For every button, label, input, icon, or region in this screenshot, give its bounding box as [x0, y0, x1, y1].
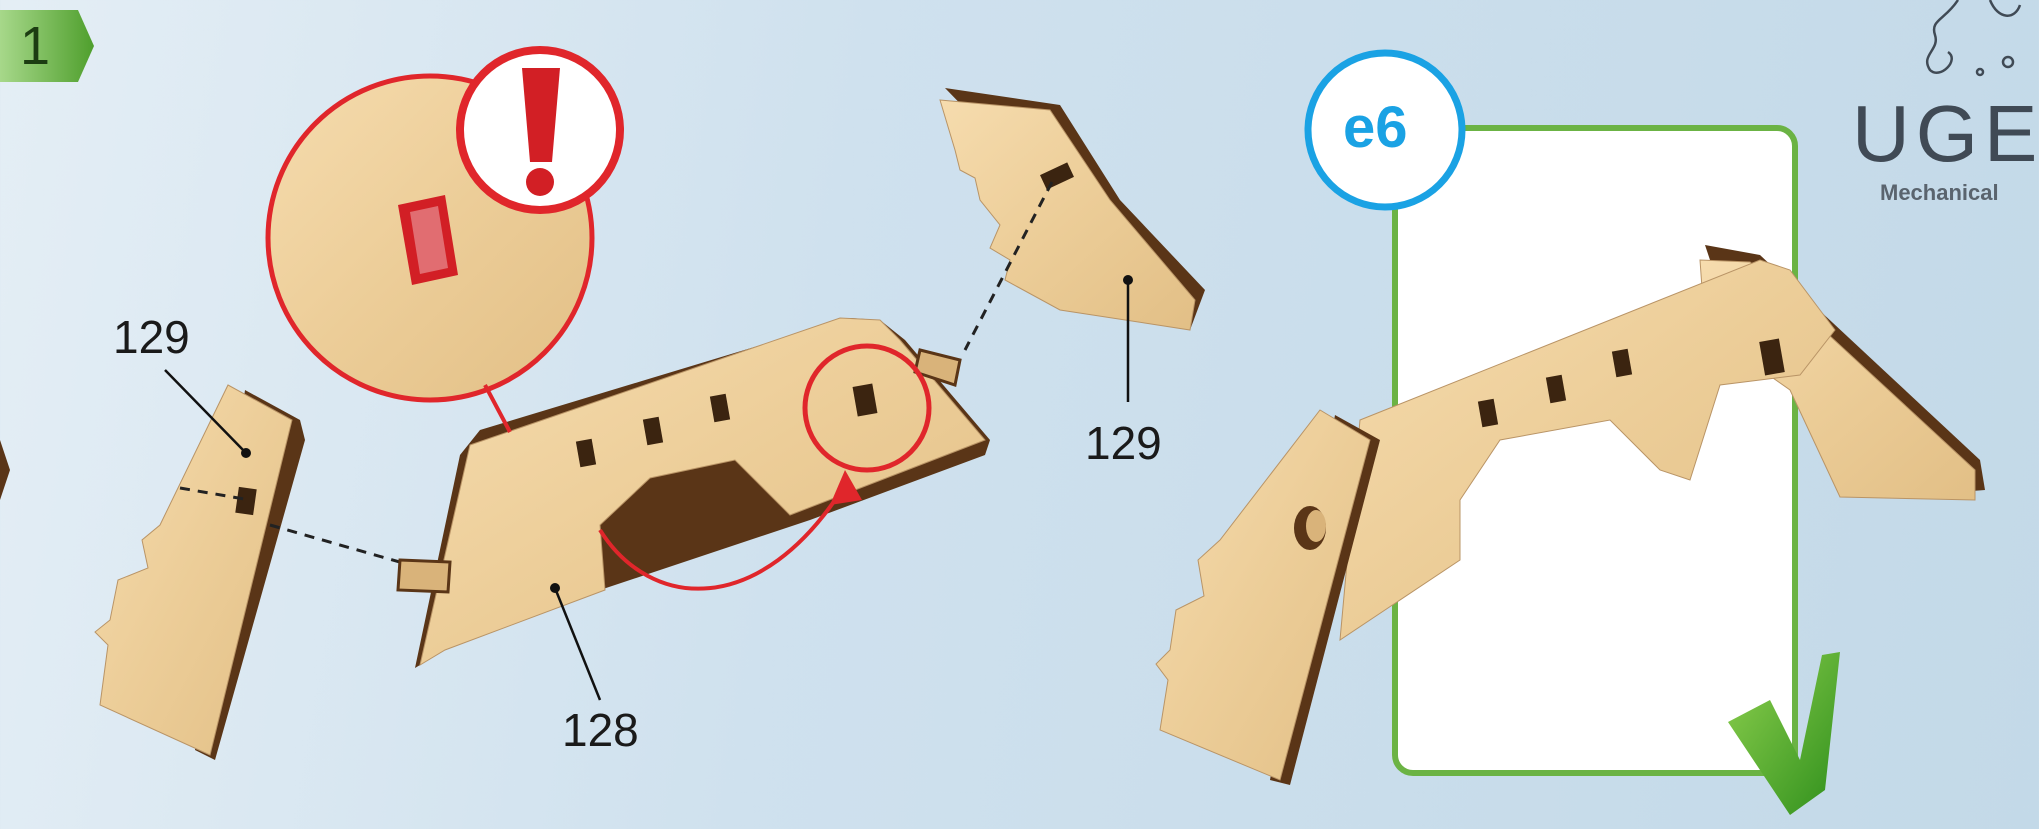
brand-name: UGEA: [1852, 88, 2039, 180]
part-129-left: [95, 385, 305, 760]
step-badge: 1: [0, 8, 94, 80]
part-129-right: [940, 88, 1205, 330]
result-badge-label: e6: [1343, 94, 1408, 161]
left-edge-fragment: [0, 440, 10, 500]
part-label-129-right: 129: [1085, 418, 1162, 468]
brand-tagline: Mechanical: [1880, 180, 1999, 206]
part-label-129-left: 129: [113, 312, 190, 362]
squiggle-logo-icon: [1927, 0, 2020, 75]
exclamation-icon: [460, 50, 620, 210]
leader-128: [555, 588, 600, 700]
part-label-128: 128: [562, 705, 639, 755]
step-number: 1: [20, 18, 50, 74]
